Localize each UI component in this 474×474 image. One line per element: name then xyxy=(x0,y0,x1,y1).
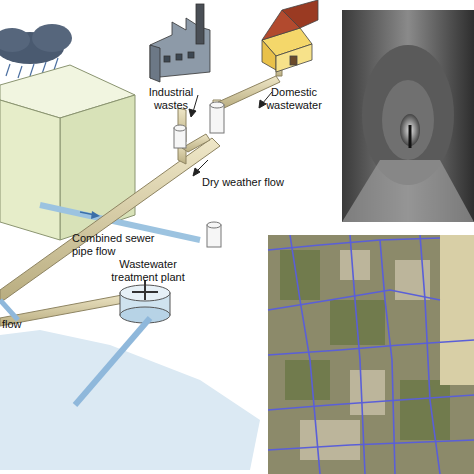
flow-arrows xyxy=(189,92,272,176)
manhole xyxy=(174,102,224,247)
house-icon xyxy=(262,0,318,72)
outfall-pipe xyxy=(75,318,150,405)
flow-label: Industrial wastes xyxy=(140,86,202,112)
receiving-water xyxy=(0,330,260,470)
aerial-map xyxy=(268,235,474,474)
factory-icon xyxy=(150,4,210,82)
sewer-pipes xyxy=(0,62,282,326)
flow-arrowhead xyxy=(91,211,100,219)
overflow-pipe xyxy=(0,300,18,320)
flow-label: Wastewater treatment plant xyxy=(96,258,200,284)
treatment-plant-icon xyxy=(120,280,170,323)
flow-label: Combined sewer pipe flow xyxy=(72,232,156,258)
tunnel-photo xyxy=(342,10,474,222)
flow-label: flow xyxy=(2,318,42,331)
flow-label: Domestic wastewater xyxy=(256,86,332,112)
flow-label: Dry weather flow xyxy=(202,176,322,189)
